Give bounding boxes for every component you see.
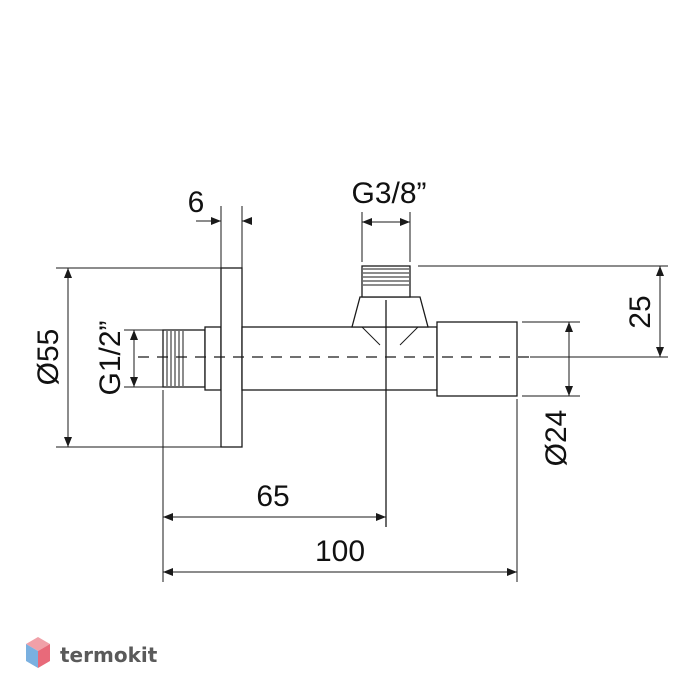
plate-diameter-label: Ø55 bbox=[32, 329, 65, 386]
dimension-total-length: 100 bbox=[163, 399, 518, 582]
plate-thickness-label: 6 bbox=[188, 186, 205, 219]
outlet-height-label: 25 bbox=[624, 295, 657, 328]
dimension-outlet-distance: 65 bbox=[162, 390, 386, 582]
dimension-outlet-thread: G3/8” bbox=[351, 177, 427, 262]
valve-handle bbox=[436, 321, 518, 397]
inlet-thread bbox=[162, 329, 206, 388]
dimension-plate-diameter: Ø55 bbox=[32, 267, 221, 448]
dimension-plate-thickness: 6 bbox=[188, 186, 252, 268]
brand-name: termokit bbox=[60, 643, 158, 667]
dimension-outlet-height: 25 bbox=[418, 265, 668, 358]
dimension-inlet-thread: G1/2” bbox=[94, 320, 163, 396]
outlet-thread-label: G3/8” bbox=[351, 177, 426, 210]
dimension-body-diameter: Ø24 bbox=[522, 321, 580, 467]
outlet-neck bbox=[351, 296, 429, 328]
outlet-distance-label: 65 bbox=[256, 480, 289, 513]
inlet-shoulder bbox=[204, 326, 222, 391]
body-diameter-label: Ø24 bbox=[540, 410, 573, 467]
main-pipe bbox=[241, 326, 438, 391]
outlet-thread-hatching bbox=[363, 268, 409, 286]
inlet-thread-hatching bbox=[166, 331, 184, 386]
total-length-label: 100 bbox=[315, 535, 365, 568]
cube-icon bbox=[26, 637, 50, 668]
neck-chamfer-right bbox=[399, 326, 419, 346]
valve-body-group bbox=[162, 265, 518, 448]
neck-chamfer-left bbox=[361, 326, 381, 346]
termokit-logo: termokit bbox=[26, 637, 158, 668]
inlet-thread-label: G1/2” bbox=[94, 320, 127, 395]
